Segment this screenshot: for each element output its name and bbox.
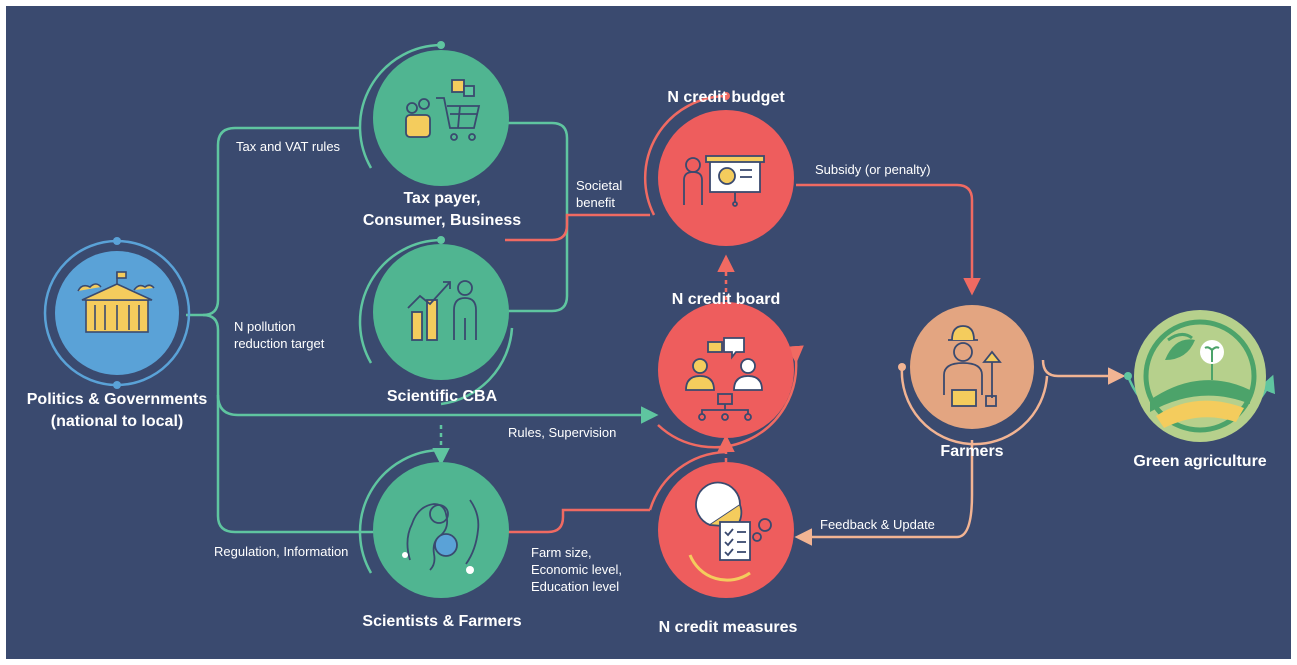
politics-label: Politics & Governments (national to loca… [4, 389, 230, 433]
edge-label-rules-supervision: Rules, Supervision [508, 425, 617, 440]
taxpayer-label: Tax payer, Consumer, Business [336, 188, 548, 232]
thinking-heads-icon [402, 499, 480, 574]
edge-label-societal-line1: Societal [576, 178, 623, 193]
scientists-label: Scientists & Farmers [362, 613, 522, 630]
node-scientists [373, 462, 509, 598]
farmer-icon [943, 325, 1002, 407]
node-measures [658, 462, 794, 598]
node-politics [55, 251, 179, 375]
cba-label: Scientific CBA [386, 388, 498, 405]
node-cba [373, 244, 509, 380]
edge-societal-benefit [505, 213, 650, 242]
edge-feedback [794, 494, 974, 546]
green-agriculture-label: Green agriculture [1133, 453, 1267, 470]
node-taxpayer [373, 50, 509, 186]
edge-label-subsidy: Subsidy (or penalty) [815, 162, 931, 177]
node-budget [658, 110, 794, 246]
edge-label-farm-factors-line1: Farm size, [531, 545, 592, 560]
farmers-label: Farmers [940, 443, 1004, 460]
diagram-background [6, 6, 1291, 659]
growth-chart-icon [407, 280, 477, 341]
edge-farm-factors [508, 508, 650, 534]
edge-label-n-pollution-line1: N pollution [234, 319, 296, 334]
node-green [1134, 310, 1266, 442]
politics-label-line2: (national to local) [50, 413, 184, 430]
edge-politics-to-taxpayer [186, 126, 360, 317]
government-building-icon [77, 271, 155, 333]
edge-label-n-pollution-line2: reduction target [234, 336, 325, 351]
edge-label-societal-benefit: Societal benefit [576, 177, 622, 211]
budget-label: N credit budget [667, 89, 785, 106]
node-rings [43, 41, 1275, 574]
presentation-icon [683, 155, 765, 207]
edge-label-societal-line2: benefit [576, 195, 616, 210]
edge-label-farm-factors: Farm size, Economic level, Education lev… [531, 544, 622, 595]
edge-label-farm-factors-line2: Economic level, [531, 562, 623, 577]
edge-label-regulation-information: Regulation, Information [214, 544, 349, 559]
edge-label-farm-factors-line3: Education level [531, 579, 620, 594]
peach-connections [794, 359, 1126, 546]
edge-label-n-pollution: N pollution reduction target [234, 318, 324, 352]
checklist-pie-icon [688, 481, 772, 582]
edge-rules-supervision [216, 394, 659, 424]
board-label: N credit board [671, 291, 781, 308]
shopping-cart-people-icon [405, 79, 481, 141]
board-meeting-icon [685, 337, 763, 421]
taxpayer-label-line2: Consumer, Business [362, 212, 522, 229]
red-connections [505, 183, 981, 534]
edge-politics-to-scientists [202, 313, 375, 534]
node-board [658, 302, 794, 438]
edge-label-tax-vat: Tax and VAT rules [236, 139, 341, 154]
measures-label: N credit measures [658, 619, 798, 636]
green-field-icon [1143, 319, 1257, 433]
edge-label-feedback: Feedback & Update [820, 517, 935, 532]
edge-farmers-to-green [1041, 359, 1126, 385]
edge-subsidy [796, 183, 981, 296]
node-farmers [910, 305, 1034, 429]
politics-label-line1: Politics & Governments [26, 391, 208, 408]
taxpayer-label-line1: Tax payer, [403, 190, 481, 207]
